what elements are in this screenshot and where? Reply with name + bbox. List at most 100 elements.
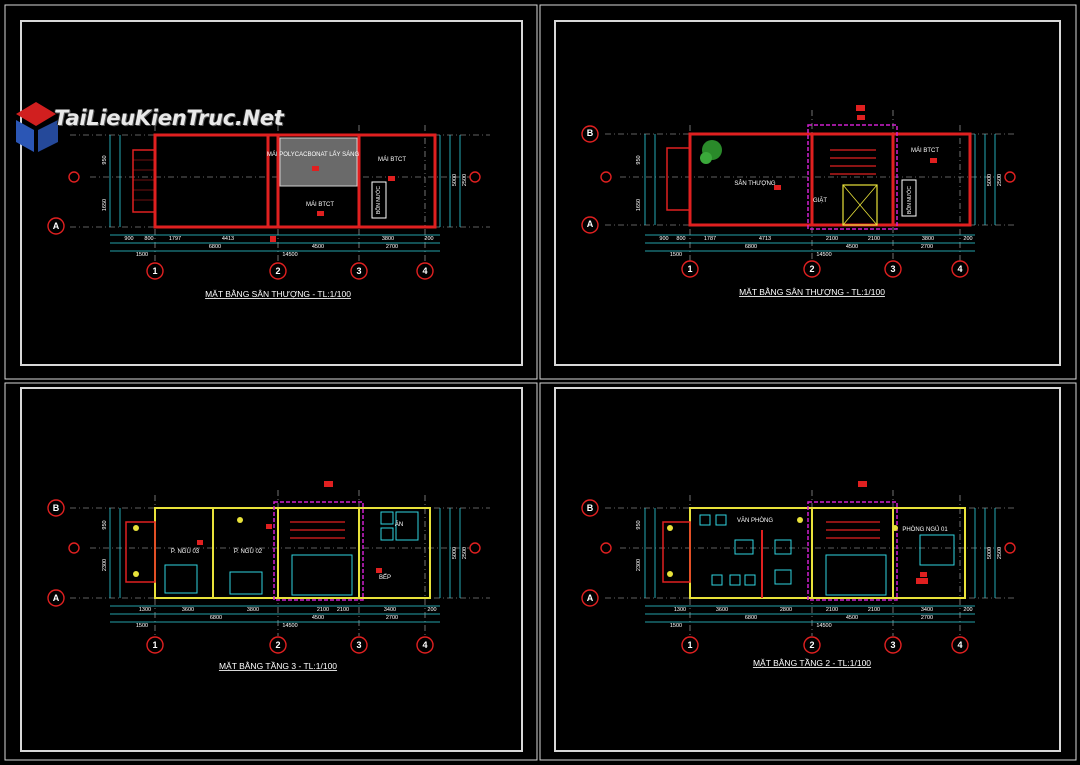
dim-label: 800 [144, 236, 153, 242]
grid-col-label: 2 [809, 640, 814, 650]
dim-label: 2800 [780, 607, 792, 613]
dim-label: 5000 [987, 547, 993, 559]
grid-col-label: 4 [957, 264, 962, 274]
dim-label: 2500 [997, 174, 1003, 186]
room-label: BỒN NƯỚC [375, 186, 382, 214]
room-label: PHÒNG NGỦ 01 [902, 526, 948, 533]
dim-label: 6800 [209, 244, 221, 250]
sheet-frames [4, 4, 1077, 761]
dim-label: 3600 [716, 607, 728, 613]
room-label: BẾP [379, 574, 391, 581]
dim-label: 1500 [136, 252, 148, 258]
room-label: MÁI BTCT [911, 147, 939, 154]
dim-label: 950 [636, 155, 642, 164]
dim-label: 950 [102, 155, 108, 164]
panel-floor-2-plan [581, 481, 1016, 654]
watermark-text: TaiLieuKienTruc.Net [54, 106, 284, 130]
dim-label: 2700 [386, 244, 398, 250]
dim-label: 14500 [282, 252, 297, 258]
dim-label: 950 [636, 520, 642, 529]
dim-label: 800 [676, 236, 685, 242]
room-label: VĂN PHÒNG [737, 517, 773, 524]
grid-col-label: 4 [422, 640, 427, 650]
dim-label: 4500 [312, 615, 324, 621]
grid-col-label: 4 [957, 640, 962, 650]
plan-title: MẶT BẰNG TẦNG 2 - TL:1/100 [753, 658, 871, 668]
dim-label: 2300 [102, 559, 108, 571]
grid-row-label: A [53, 593, 60, 603]
dim-label: 3600 [182, 607, 194, 613]
panel-roof-plan-right [581, 105, 1016, 278]
room-label: P. NGỦ 02 [234, 548, 263, 555]
dim-label: 2100 [317, 607, 329, 613]
watermark-logo-icon [16, 102, 58, 152]
dim-label: 4500 [312, 244, 324, 250]
grid-row-label: B [587, 128, 594, 138]
dim-label: 900 [124, 236, 133, 242]
grid-col-label: 4 [422, 266, 427, 276]
dim-label: 900 [659, 236, 668, 242]
dim-label: 6800 [745, 615, 757, 621]
room-label: SÂN THƯỢNG [734, 180, 775, 187]
grid-row-label: B [587, 503, 594, 513]
dim-label: 2500 [997, 547, 1003, 559]
grid-col-label: 3 [356, 640, 361, 650]
dim-label: 1650 [102, 199, 108, 211]
grid-col-label: 2 [275, 266, 280, 276]
dim-label: 2100 [826, 236, 838, 242]
room-label: MÁI POLYCACBONAT LẤY SÁNG [267, 151, 360, 158]
watermark: TaiLieuKienTruc.Net [14, 100, 284, 160]
dim-label: 6800 [210, 615, 222, 621]
dim-label: 14500 [816, 623, 831, 629]
dim-label: 2100 [868, 236, 880, 242]
grid-col-label: 1 [152, 266, 157, 276]
room-label: P. NGỦ 03 [171, 548, 200, 555]
dim-label: 14500 [282, 623, 297, 629]
dim-label: 2100 [868, 607, 880, 613]
dim-label: 1300 [674, 607, 686, 613]
dim-label: 2500 [462, 174, 468, 186]
dim-label: 2300 [636, 559, 642, 571]
dim-label: 4500 [846, 615, 858, 621]
dim-label: 1300 [139, 607, 151, 613]
dim-label: 6800 [745, 244, 757, 250]
dim-label: 4713 [759, 236, 771, 242]
dim-label: 2700 [386, 615, 398, 621]
grid-col-label: 2 [809, 264, 814, 274]
grid-col-label: 1 [687, 640, 692, 650]
dim-label: 5000 [452, 174, 458, 186]
dim-label: 200 [424, 236, 433, 242]
dim-label: 2700 [921, 615, 933, 621]
dim-label: 3800 [247, 607, 259, 613]
plan-title: MẶT BẰNG SÂN THƯỢNG - TL:1/100 [739, 287, 885, 297]
dim-label: 1797 [169, 236, 181, 242]
plan-title: MẶT BẰNG TẦNG 3 - TL:1/100 [219, 661, 337, 671]
room-label: MÁI BTCT [306, 201, 334, 208]
room-label: BỒN NƯỚC [906, 186, 913, 214]
dim-label: 5000 [987, 174, 993, 186]
dim-label: 4500 [846, 244, 858, 250]
grid-col-label: 3 [356, 266, 361, 276]
grid-col-label: 3 [890, 640, 895, 650]
dim-label: 1650 [636, 199, 642, 211]
room-label: ĂN [395, 521, 403, 528]
dim-label: 3800 [382, 236, 394, 242]
grid-row-label: B [53, 503, 60, 513]
grid-col-label: 3 [890, 264, 895, 274]
dim-label: 1500 [670, 252, 682, 258]
dim-label: 2100 [826, 607, 838, 613]
grid-row-label: A [53, 221, 60, 231]
dim-label: 2500 [462, 547, 468, 559]
dim-label: 200 [427, 607, 436, 613]
dim-label: 5000 [452, 547, 458, 559]
dim-label: 200 [963, 607, 972, 613]
grid-col-label: 1 [687, 264, 692, 274]
dim-label: 1500 [670, 623, 682, 629]
dim-label: 2100 [337, 607, 349, 613]
dim-label: 3400 [384, 607, 396, 613]
panel-floor-3-plan [47, 481, 490, 654]
dim-label: 3400 [921, 607, 933, 613]
room-label: GIẶT [813, 197, 827, 204]
grid-row-label: A [587, 593, 594, 603]
